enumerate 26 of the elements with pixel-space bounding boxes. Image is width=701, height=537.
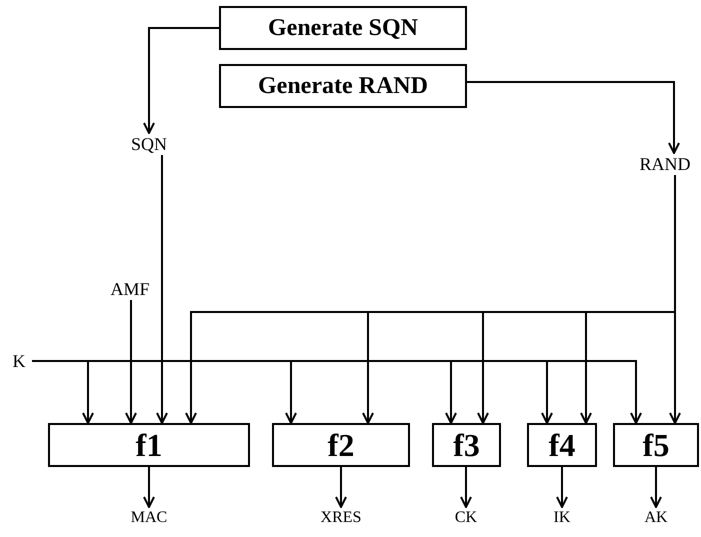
arrow (125, 300, 137, 424)
arrow (143, 27, 219, 134)
input-label: K (6, 350, 32, 372)
output-label: AK (636, 507, 676, 529)
arrow (650, 467, 662, 508)
function-box: f5 (613, 423, 699, 467)
arrow (556, 467, 568, 508)
arrow (143, 467, 155, 508)
output-label: IK (546, 507, 578, 529)
input-label: SQN (122, 133, 176, 155)
output-label: CK (447, 507, 485, 529)
process-box: Generate RAND (219, 64, 467, 108)
function-box: f1 (48, 423, 250, 467)
input-label: AMF (102, 278, 158, 300)
input-label: RAND (630, 153, 700, 175)
function-box: f3 (432, 423, 501, 467)
function-box: f4 (527, 423, 597, 467)
function-box: f2 (272, 423, 410, 467)
arrow (467, 81, 680, 154)
process-box: Generate SQN (219, 6, 467, 50)
output-label: XRES (309, 507, 373, 529)
arrow (335, 467, 347, 508)
output-label: MAC (122, 507, 176, 529)
arrow (669, 175, 681, 424)
arrow (460, 467, 472, 508)
arrow (156, 155, 168, 424)
